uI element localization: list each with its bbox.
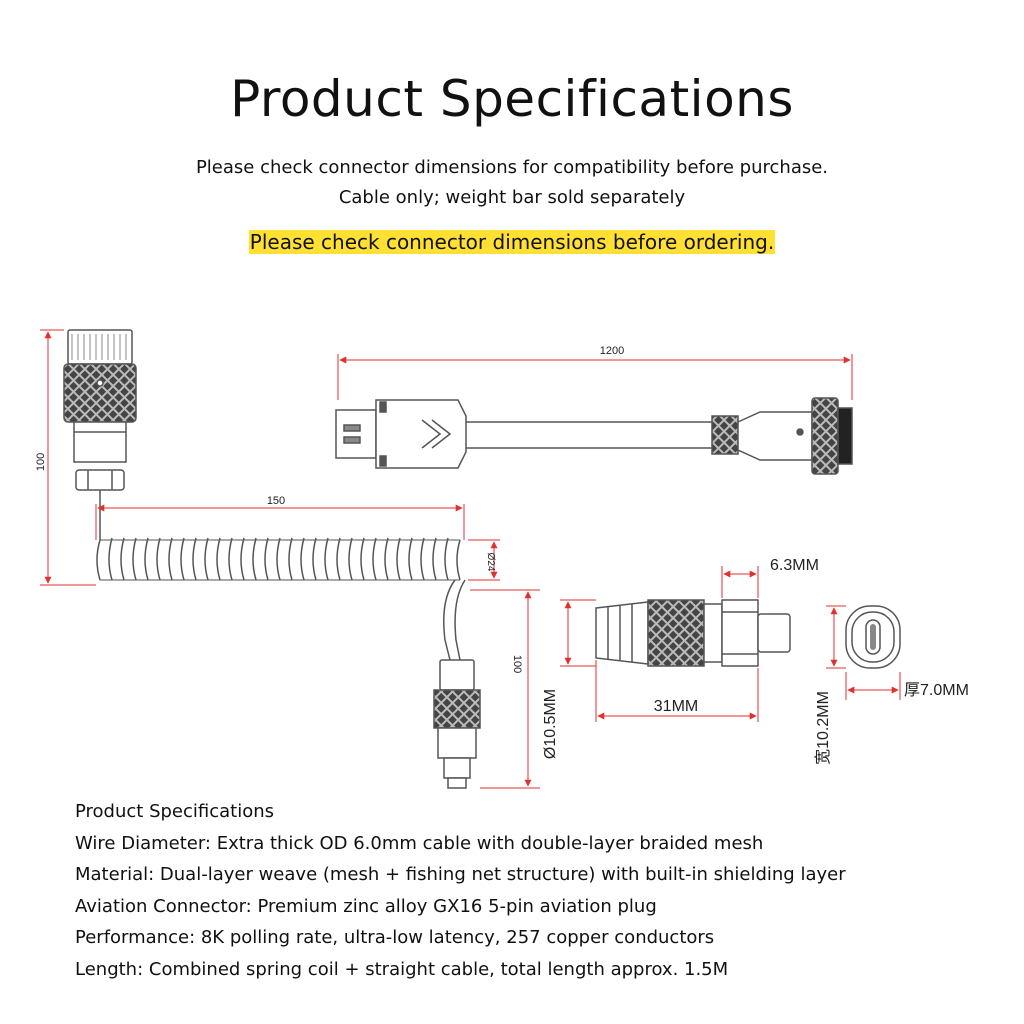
dim-plug-diameter: Ø10.5MM (542, 689, 559, 759)
spec-wire-diameter: Wire Diameter: Extra thick OD 6.0mm cabl… (75, 832, 764, 854)
dim-coil-diameter: Ø24 (485, 553, 496, 572)
subtitle-cable-only: Cable only; weight bar sold separately (338, 187, 686, 208)
spec-performance: Performance: 8K polling rate, ultra-low … (75, 927, 715, 948)
spec-list: Product Specifications Wire Diameter: Ex… (75, 796, 975, 985)
spec-material: Material: Dual-layer weave (mesh + fishi… (75, 864, 846, 885)
plug-detail-side-view (595, 599, 791, 667)
dim-flat-width: 6.3MM (770, 557, 819, 574)
subtitle-compatibility: Please check connector dimensions for co… (195, 157, 829, 178)
usb-cable-assembly (335, 397, 853, 475)
dim-plug-thickness: 厚7.0MM (904, 682, 969, 699)
warning-banner: Please check connector dimensions before… (0, 230, 1024, 254)
warning-text: Please check connector dimensions before… (248, 230, 776, 254)
spec-heading: Product Specifications (75, 801, 275, 822)
dim-total-length: 1200 (600, 345, 624, 357)
dim-left-height: 100 (35, 453, 47, 471)
dimension-lines (40, 329, 901, 789)
dim-coil-length: 150 (267, 495, 285, 507)
bottom-small-plug (433, 659, 481, 789)
spec-length: Length: Combined spring coil + straight … (75, 958, 729, 980)
dim-plug-width: 宽10.2MM (814, 691, 832, 765)
coiled-cable (96, 506, 466, 661)
dim-plug-length: 31MM (654, 698, 698, 715)
spec-aviation-connector: Aviation Connector: Premium zinc alloy G… (75, 895, 657, 917)
left-aviation-connector (63, 329, 137, 506)
dim-right-height: 100 (511, 655, 523, 673)
page-title: Product Specifications (230, 70, 794, 128)
plug-detail-front-view (845, 605, 901, 669)
